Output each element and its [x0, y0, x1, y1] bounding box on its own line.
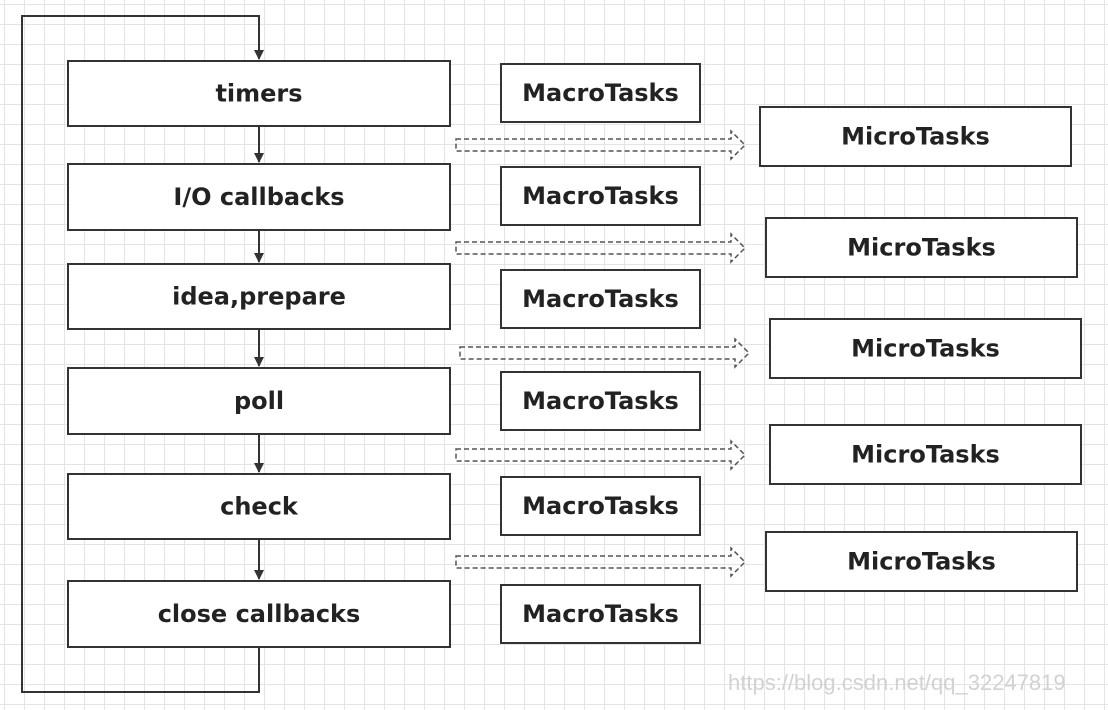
- phase-label: poll: [234, 387, 284, 415]
- microtask-label: MicroTasks: [851, 441, 1000, 469]
- microtask-label: MicroTasks: [851, 335, 1000, 363]
- microtask-label: MicroTasks: [847, 234, 996, 262]
- microtask-label: MicroTasks: [841, 123, 990, 151]
- microtask-box: MicroTasks: [765, 217, 1078, 278]
- phase-label: I/O callbacks: [173, 183, 344, 211]
- macrotask-label: MacroTasks: [522, 285, 679, 313]
- phase-label: idea,prepare: [172, 283, 346, 311]
- loop-back-arrow: [21, 15, 264, 693]
- microtask-box: MicroTasks: [759, 106, 1072, 167]
- phase-label: check: [220, 493, 299, 521]
- watermark: https://blog.csdn.net/qq_32247819: [728, 670, 1066, 695]
- macrotask-label: MacroTasks: [522, 182, 679, 210]
- macrotask-box: MacroTasks: [500, 269, 701, 329]
- macrotask-box: MacroTasks: [500, 476, 701, 536]
- phase-box-close-callbacks: close callbacks: [67, 580, 451, 648]
- microtask-box: MicroTasks: [769, 424, 1082, 485]
- microtask-label: MicroTasks: [847, 548, 996, 576]
- macrotask-box: MacroTasks: [500, 166, 701, 226]
- microtask-box: MicroTasks: [765, 531, 1078, 592]
- phase-box-check: check: [67, 473, 451, 540]
- phase-box-idea-prepare: idea,prepare: [67, 263, 451, 330]
- dashed-arrow: [455, 439, 747, 471]
- macrotask-box: MacroTasks: [500, 584, 701, 644]
- macrotask-label: MacroTasks: [522, 600, 679, 628]
- dashed-arrow: [455, 232, 747, 264]
- macrotask-box: MacroTasks: [500, 371, 701, 431]
- phase-box-poll: poll: [67, 367, 451, 435]
- microtask-box: MicroTasks: [769, 318, 1082, 379]
- phase-box-io-callbacks: I/O callbacks: [67, 163, 451, 231]
- dashed-arrow: [459, 337, 751, 369]
- dashed-arrow: [455, 546, 747, 578]
- phase-box-timers: timers: [67, 60, 451, 127]
- phase-label: timers: [215, 80, 302, 108]
- macrotask-box: MacroTasks: [500, 63, 701, 123]
- dashed-arrow: [455, 129, 747, 161]
- phase-label: close callbacks: [158, 600, 361, 628]
- macrotask-label: MacroTasks: [522, 387, 679, 415]
- macrotask-label: MacroTasks: [522, 79, 679, 107]
- macrotask-label: MacroTasks: [522, 492, 679, 520]
